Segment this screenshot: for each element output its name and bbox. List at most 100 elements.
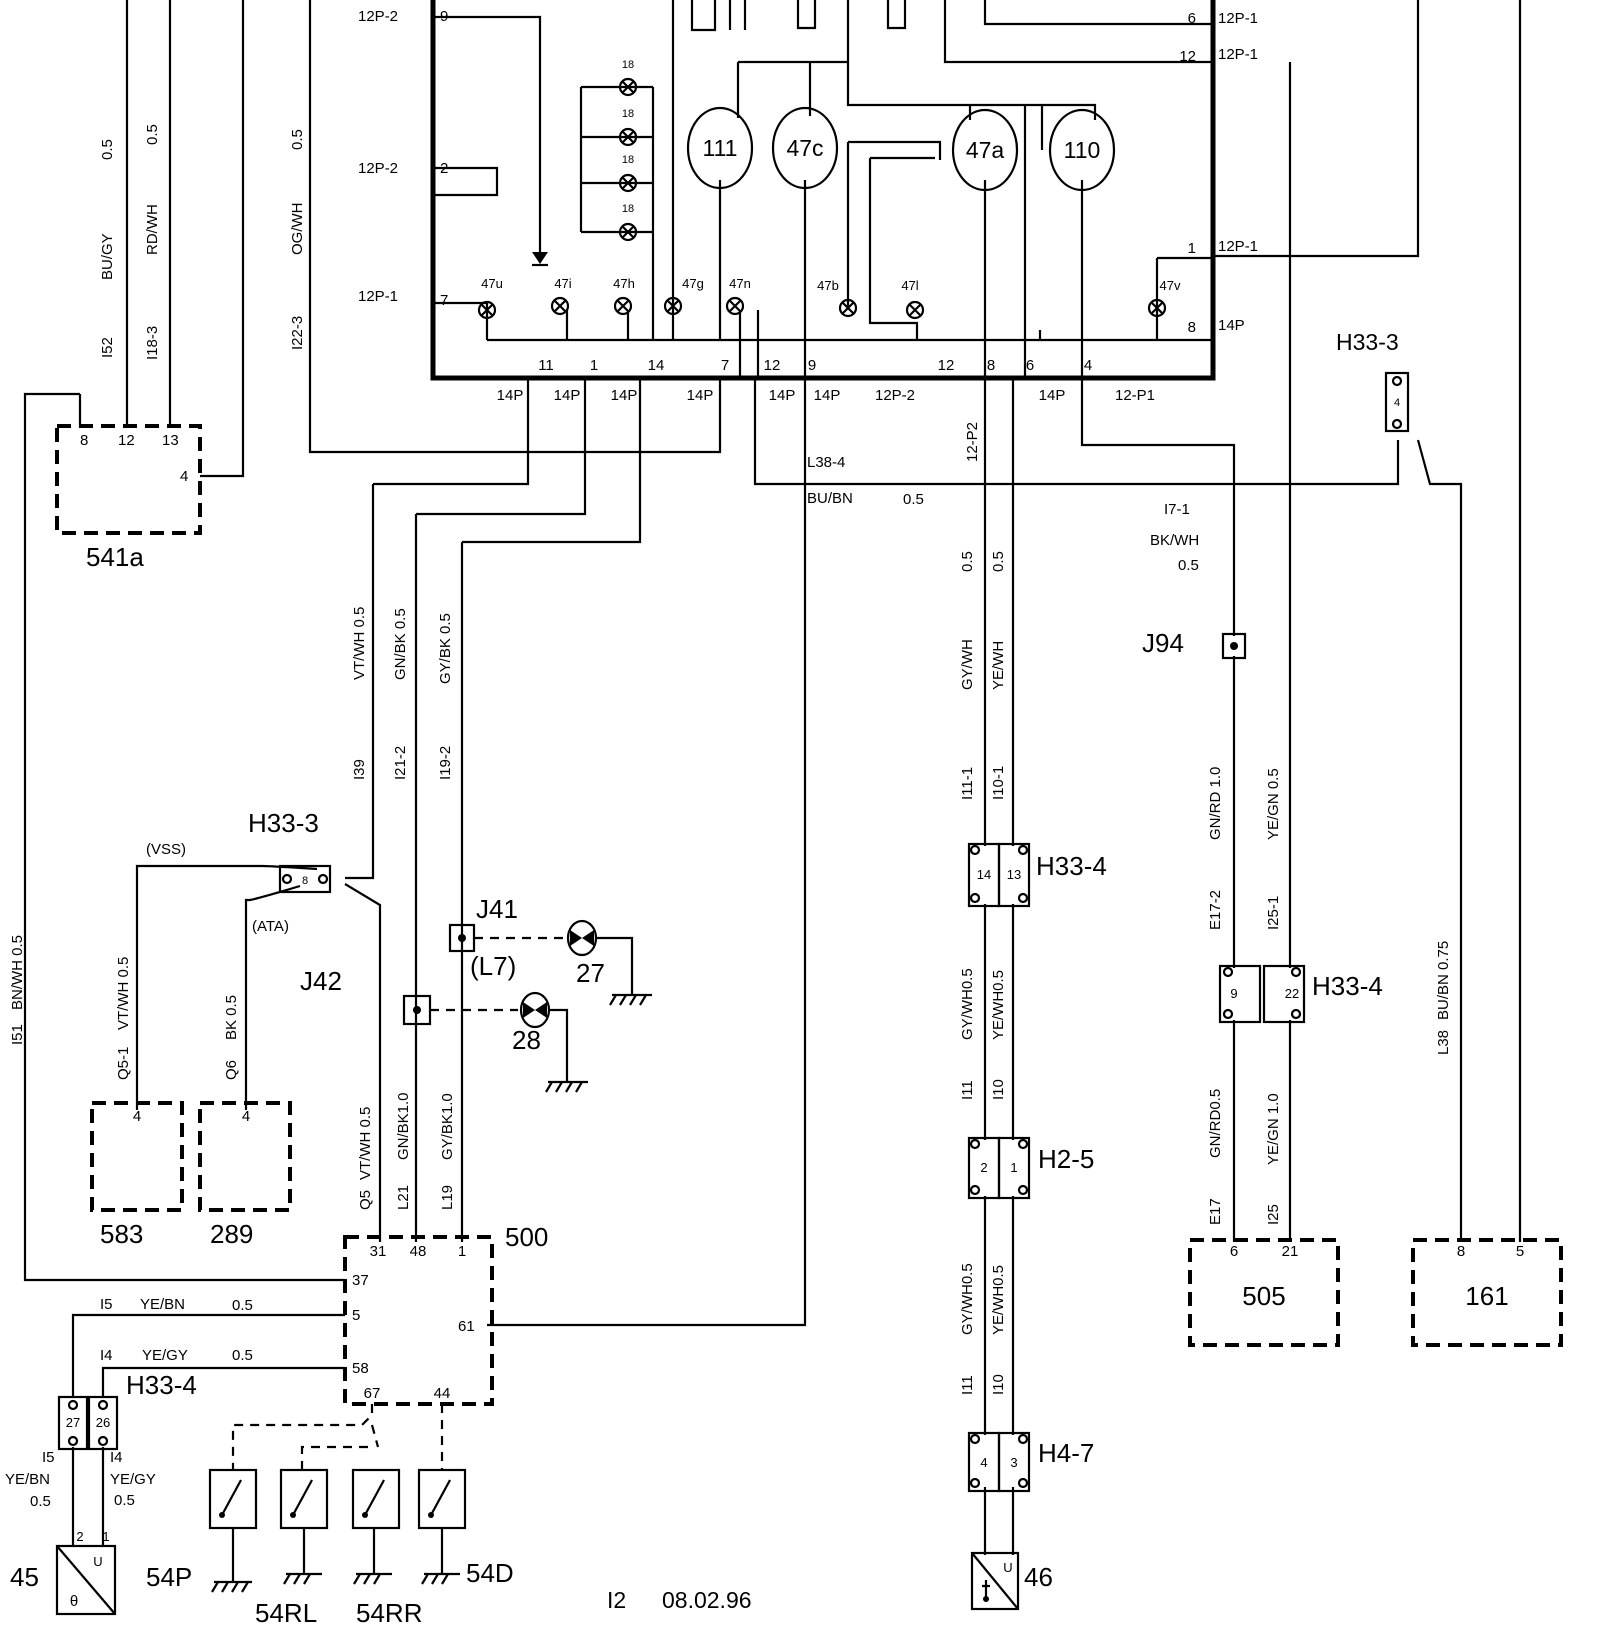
connector-12p1-label: 12P-1 <box>1218 46 1258 63</box>
junction-label: J41 <box>476 894 518 924</box>
pin-label: 58 <box>352 1360 369 1377</box>
pin-label: 26 <box>96 1415 110 1430</box>
pin-label: 9 <box>1230 986 1237 1001</box>
wire-label: I11 <box>959 1080 976 1100</box>
wire-label: VT/WH 0.5 <box>115 957 132 1030</box>
pin-label: 2 <box>76 1529 83 1544</box>
wire-label: E17-2 <box>1207 890 1224 930</box>
connector-14p-label: 14P <box>554 387 581 404</box>
pin-label: 6 <box>1026 357 1034 374</box>
wire-label: L38 <box>1435 1030 1452 1055</box>
connector-label: H4-7 <box>1038 1438 1094 1468</box>
sensor-46: U 46 <box>970 1551 1053 1611</box>
pin-label: 6 <box>1188 10 1196 27</box>
component-label: 46 <box>1024 1562 1053 1592</box>
pin-label: 9 <box>808 357 816 374</box>
component-289: 4 289 <box>198 1101 292 1249</box>
wire-label: GN/RD0.5 <box>1207 1089 1224 1158</box>
wire-label: I10-1 <box>990 766 1007 800</box>
wire-label: VT/WH 0.5 <box>357 1107 374 1180</box>
connector-label: H33-4 <box>126 1370 197 1400</box>
wire-label: YE/BN <box>5 1471 50 1488</box>
pin-label: 5 <box>1516 1243 1524 1260</box>
footer: I2 08.02.96 <box>607 1587 752 1613</box>
sheet-number: I2 <box>607 1587 626 1613</box>
pin-label: 6 <box>1230 1243 1238 1260</box>
signal-label: (ATA) <box>252 918 289 935</box>
wire-label: GN/RD 1.0 <box>1207 767 1224 840</box>
connector-14p-label: 14P <box>1218 317 1245 334</box>
wire-label: GN/BK 0.5 <box>392 608 409 680</box>
wire-label: I4 <box>110 1449 123 1466</box>
wire-label: I5 <box>42 1449 55 1466</box>
lamp-label: 28 <box>512 1025 541 1055</box>
component-label: 583 <box>100 1219 143 1249</box>
switch-label: 54D <box>466 1558 514 1588</box>
switch-label: 54RR <box>356 1598 422 1628</box>
wire-label: I4 <box>100 1347 113 1364</box>
wire-label: 0.5 <box>232 1347 253 1364</box>
wire-label: GY/BK1.0 <box>439 1093 456 1160</box>
wire-label: I11 <box>959 1375 976 1395</box>
wire-label: GN/BK1.0 <box>395 1092 412 1160</box>
indicator-lamps: 47u 47i 47h 47g 47n 47b 47l 47v <box>477 276 1181 320</box>
pin-label: 12 <box>118 432 135 449</box>
lamp-47l-label: 47l <box>901 278 918 293</box>
pin-label: 1 <box>590 357 598 374</box>
lamp-47i-label: 47i <box>554 276 571 291</box>
connector-label: H2-5 <box>1038 1144 1094 1174</box>
pin-label: 4 <box>1084 357 1092 374</box>
wire-label: I18-3 <box>144 326 161 360</box>
pin-label: 61 <box>458 1318 475 1335</box>
wire-label: YE/GY <box>110 1471 156 1488</box>
wire-label: YE/GN 1.0 <box>1265 1093 1282 1165</box>
pin-label: 1 <box>1010 1160 1017 1175</box>
pin-label: 8 <box>987 357 995 374</box>
connector-14p-label: 14P <box>814 387 841 404</box>
lamp-47b-label: 47b <box>817 278 839 293</box>
wire-label: 0.5 <box>99 139 116 160</box>
pin-label: 44 <box>434 1385 451 1402</box>
bulb-label: 18 <box>622 108 634 120</box>
wire-label: OG/WH <box>289 203 306 256</box>
wire-label: YE/GY <box>142 1347 188 1364</box>
connector-label: H33-4 <box>1036 851 1107 881</box>
junction-label: (L7) <box>470 951 516 981</box>
pin-label: 1 <box>1188 240 1196 257</box>
wire-label: L21 <box>395 1185 412 1210</box>
sensor-theta-label: θ <box>70 1593 78 1610</box>
junction-j41: J41 (L7) 27 <box>448 894 652 1006</box>
wire-label: 0.5 <box>144 124 161 145</box>
junction-label: J42 <box>300 966 342 996</box>
pin-label: 31 <box>370 1243 387 1260</box>
wire-label: BU/BN <box>807 490 853 507</box>
connector-h33-4-right: 9 22 H33-4 <box>1218 964 1383 1024</box>
wire-label: I25-1 <box>1265 896 1282 930</box>
pin-label: 4 <box>1394 397 1400 409</box>
wire-label: I10 <box>990 1079 1007 1100</box>
pin-label: 13 <box>162 432 179 449</box>
wire-label: RD/WH <box>144 204 161 255</box>
wire-label: GY/WH <box>959 639 976 690</box>
pin-label: 3 <box>1010 1455 1017 1470</box>
pin-label: 12 <box>764 357 781 374</box>
wire-label: VT/WH 0.5 <box>351 607 368 680</box>
pin-label: 12 <box>1179 48 1196 65</box>
wire-label: YE/GN 0.5 <box>1265 768 1282 840</box>
connector-h33-3-top: 4 H33-3 <box>1336 329 1410 433</box>
instrument-cluster: 111 47c 47a 110 18 18 18 18 47u 4 <box>358 0 1420 404</box>
pin-label: 7 <box>721 357 729 374</box>
pin-label: 27 <box>66 1415 80 1430</box>
wire-label: BN/WH 0.5 <box>9 935 26 1010</box>
connector-14p-label: 14P <box>769 387 796 404</box>
bulb-label: 18 <box>622 154 634 166</box>
diagram-date: 08.02.96 <box>662 1587 752 1613</box>
lamp-47n-label: 47n <box>729 276 751 291</box>
wire-labels: I52 BU/GY 0.5 I18-3 RD/WH 0.5 I22-3 OG/W… <box>9 124 1452 1395</box>
sensor-u-label: U <box>1003 1560 1012 1575</box>
pin-label: 48 <box>410 1243 427 1260</box>
connector-label: H33-3 <box>1336 329 1399 355</box>
pin-label: 67 <box>364 1385 381 1402</box>
component-label: 45 <box>10 1562 39 1592</box>
lamp-47h-label: 47h <box>613 276 635 291</box>
